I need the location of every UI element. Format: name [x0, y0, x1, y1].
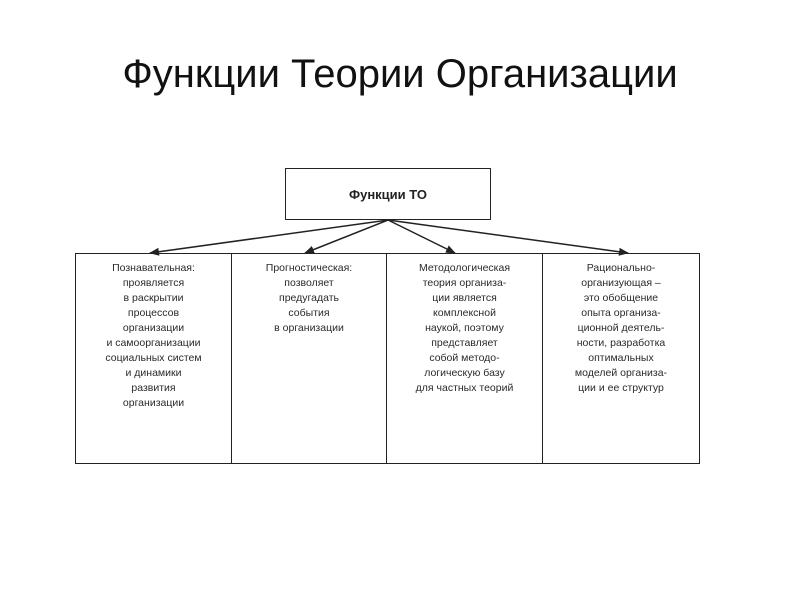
slide-title: Функции Теории Организации	[122, 52, 678, 96]
function-rational-organizing: Рационально- организующая – это обобщени…	[542, 254, 699, 463]
arrow-to-methodological	[387, 219, 456, 254]
function-cognitive: Познавательная: проявляется в раскрытии …	[105, 262, 202, 409]
arrow-to-organizing	[387, 219, 629, 256]
functions-table: Познавательная: проявляется в раскрытии …	[75, 253, 700, 464]
arrow-to-prognostic	[304, 219, 389, 254]
function-methodological: Методологическая теория организа- ции яв…	[386, 254, 542, 463]
root-node-functions-to: Функции ТО	[285, 168, 491, 220]
arrow-to-cognitive	[149, 219, 389, 256]
function-prognostic: Прогностическая: позволяет предугадать с…	[231, 254, 386, 463]
